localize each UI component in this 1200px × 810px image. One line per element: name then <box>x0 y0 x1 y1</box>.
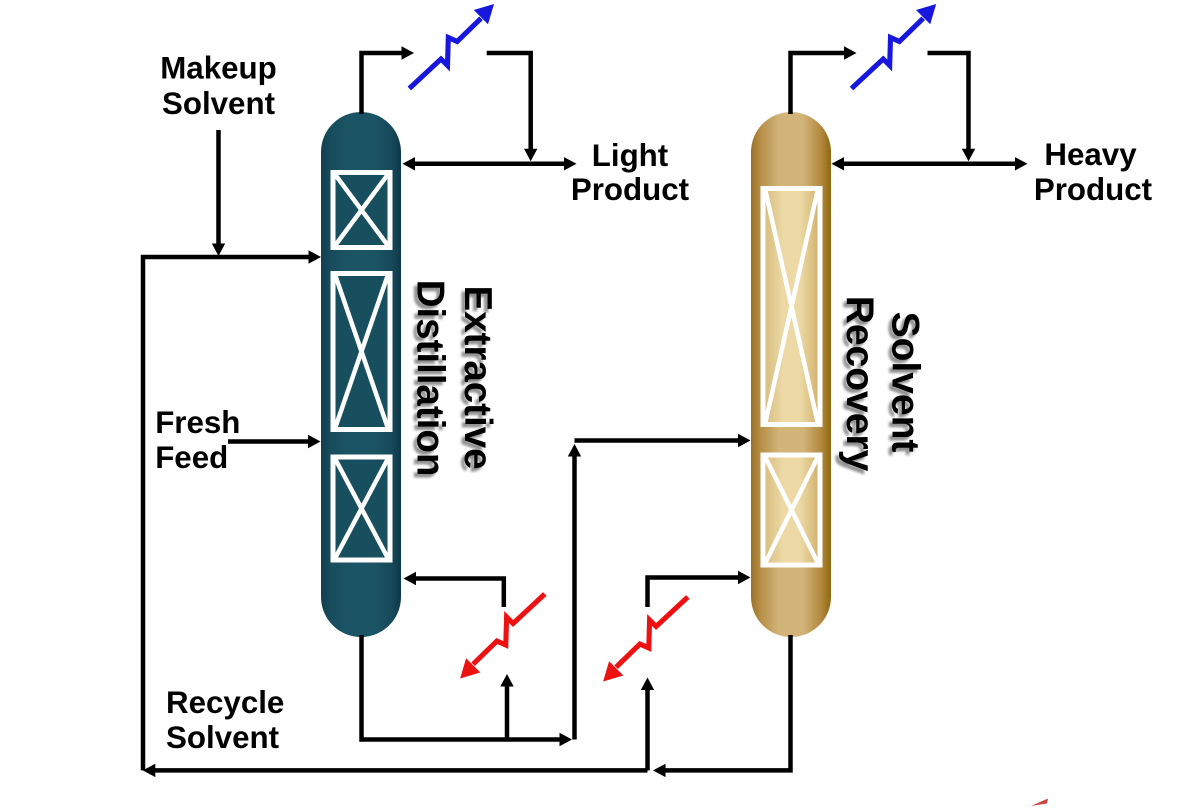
svg-text:Fresh: Fresh <box>155 405 240 440</box>
svg-text:Solvent: Solvent <box>880 315 923 456</box>
svg-text:Solvent: Solvent <box>884 312 927 453</box>
svg-text:Distillation: Distillation <box>405 283 448 480</box>
svg-text:Product: Product <box>571 172 690 207</box>
svg-text:Recovery: Recovery <box>835 299 878 475</box>
svg-text:Feed: Feed <box>155 440 228 475</box>
svg-text:Extractive: Extractive <box>456 285 499 469</box>
svg-text:Light: Light <box>592 138 669 173</box>
svg-text:Heavy: Heavy <box>1044 137 1137 172</box>
svg-text:Distillation: Distillation <box>409 280 452 477</box>
svg-text:Extractive: Extractive <box>453 289 496 473</box>
svg-text:Solvent: Solvent <box>162 86 276 121</box>
svg-text:Solvent: Solvent <box>166 720 280 755</box>
svg-text:Makeup: Makeup <box>160 51 277 86</box>
svg-text:Recycle: Recycle <box>166 685 284 720</box>
svg-text:Product: Product <box>1034 172 1153 207</box>
svg-text:Recovery: Recovery <box>838 296 881 472</box>
